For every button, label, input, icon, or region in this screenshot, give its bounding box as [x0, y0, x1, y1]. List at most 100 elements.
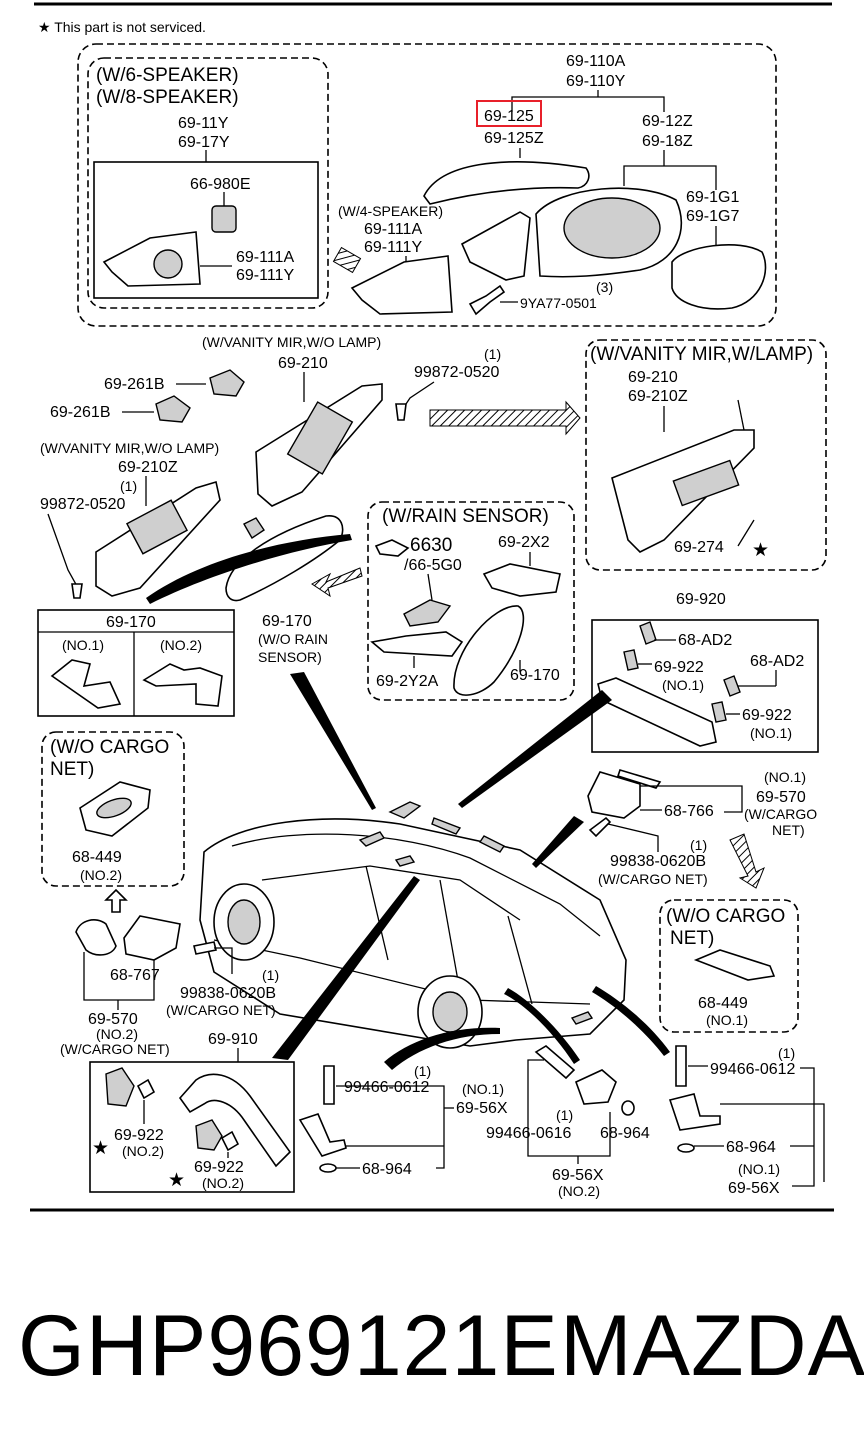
leader [607, 823, 659, 852]
part-99838-right-code: 99838-0620B [610, 853, 706, 870]
part-69-210z-lamp: 69-210Z [628, 388, 688, 405]
part-69-570-left-cargo: (W/CARGO NET) [60, 1041, 170, 1057]
rain-sensor-frame [367, 501, 575, 701]
speaker-group-frame [87, 57, 329, 309]
pointer-visor-left [146, 534, 352, 604]
rvm-table-col-2: (NO.2) [160, 637, 202, 653]
part-99872-left-code: 99872-0520 [40, 496, 126, 513]
part-69-111y-mid: 69-111Y [364, 239, 422, 256]
grip-handle-drawing [178, 1073, 292, 1168]
leader [720, 1103, 825, 1182]
part-68-449-left: 68-449 [72, 849, 122, 866]
part-68-766: 68-766 [664, 803, 714, 820]
lamp-body-lower-drawing [123, 915, 181, 961]
lamp-lens-lower-drawing [75, 919, 117, 956]
leader [737, 399, 745, 431]
part-68-ad2-1: 68-AD2 [678, 632, 732, 649]
hook-b-drawing [574, 1069, 617, 1105]
part-69-2y2a: 69-2Y2A [376, 673, 439, 690]
group-label-6-speaker: (W/6-SPEAKER) [96, 65, 239, 86]
part-wo-rain-1: (W/O RAIN [258, 631, 328, 647]
group-label-wo-cargo-left-1: (W/O CARGO [50, 737, 169, 758]
visor-clip-1-drawing [209, 369, 245, 397]
cargo-lens-right-drawing [616, 769, 662, 789]
part-69-922-c: 69-922 [114, 1127, 164, 1144]
screw-right-drawing [588, 816, 612, 838]
mirror-group-frame [77, 43, 777, 327]
leader [436, 1085, 445, 1169]
part-99838-left-qty: (1) [262, 967, 279, 983]
part-wo-rain-2: SENSOR) [258, 649, 322, 665]
bolt-c-drawing [675, 1045, 687, 1087]
wo-cargo-net-right-frame [659, 899, 799, 1033]
part-69-261b-1: 69-261B [104, 376, 165, 393]
leader [214, 947, 233, 974]
part-69-11y: 69-11Y [178, 115, 229, 132]
part-99872-right-code: 99872-0520 [414, 364, 500, 381]
part-69-210z: 69-210Z [118, 459, 178, 476]
part-66-5g0: /66-5G0 [404, 557, 462, 574]
leader [623, 165, 717, 190]
lamp-bulb-1-drawing [639, 621, 657, 645]
part-69-922-b-no: (NO.1) [750, 725, 792, 741]
group-label-8-speaker: (W/8-SPEAKER) [96, 87, 239, 108]
pointer-rvm [290, 672, 376, 810]
leader [401, 381, 435, 411]
part-99838-right-cargo: (W/CARGO NET) [598, 871, 708, 887]
footer-part-number: GHP969121E [18, 1298, 559, 1394]
visor-lamp-mirror [672, 459, 740, 507]
lamp-bulb-2-drawing [723, 675, 741, 697]
rvm-no1-drawing [50, 659, 122, 709]
lamp-socket-2-drawing [711, 701, 727, 723]
part-68-964-c: 68-964 [726, 1139, 776, 1156]
mirror-base-drawing [460, 211, 531, 281]
part-69-922-c-no: (NO.2) [122, 1143, 164, 1159]
rain-sensor-drawing [403, 599, 452, 627]
bolt-b-drawing [534, 1045, 576, 1080]
visor-clip-2-drawing [155, 395, 191, 423]
part-9ya77-code: 9YA77-0501 [520, 295, 597, 311]
arrow-to-right-lamp [729, 833, 765, 889]
tweeter-drawing [211, 205, 237, 233]
speaker-drawing [153, 249, 183, 279]
star-mark-grip-2: ★ [168, 1170, 185, 1191]
footer-brand: MAZDA [560, 1298, 864, 1394]
group-label-wo-cargo-right-1: (W/O CARGO [666, 906, 785, 927]
group-label-vanity-wo-lamp-top: (W/VANITY MIR,W/O LAMP) [202, 334, 381, 350]
hook-a-drawing [298, 1113, 347, 1157]
part-69-922-a-no: (NO.1) [662, 677, 704, 693]
part-69-920: 69-920 [676, 591, 726, 608]
part-68-ad2-2: 68-AD2 [750, 653, 804, 670]
arrow-up-lamp [104, 888, 128, 913]
mirror-cover-speaker-drawing [102, 231, 201, 287]
visor-screw-right-drawing [395, 403, 407, 421]
part-69-910: 69-910 [208, 1031, 258, 1048]
visor-left-mirror [125, 499, 189, 555]
part-69-922-b: 69-922 [742, 707, 792, 724]
arrow-to-rvm [311, 567, 363, 598]
arrow-to-lamp-visor [429, 400, 581, 436]
washer-b-drawing [621, 1100, 635, 1116]
highlight-box-69-125 [476, 100, 542, 127]
part-69-17y: 69-17Y [178, 134, 230, 151]
pointer-hook-1 [384, 1027, 500, 1070]
part-69-110y: 69-110Y [566, 73, 626, 90]
part-99838-left-code: 99838-0620B [180, 985, 276, 1002]
rain-cover-drawing [482, 563, 561, 597]
grip-cap-1-drawing [136, 1078, 156, 1100]
leader [527, 1059, 611, 1157]
part-69-56x-a-no: (NO.1) [462, 1081, 504, 1097]
not-serviced-note: ★ This part is not serviced. [38, 19, 206, 35]
visor-screw-left-drawing [71, 583, 83, 599]
leader [511, 96, 665, 112]
part-69-570-right-no: (NO.1) [764, 769, 806, 785]
bolt-a-drawing [323, 1065, 335, 1105]
part-69-125: 69-125 [484, 108, 534, 125]
cargo-lamp-right-wo-drawing [693, 949, 776, 981]
part-69-56x-b: 69-56X [552, 1167, 604, 1184]
part-6630: 6630 [410, 535, 452, 556]
part-69-2x2: 69-2X2 [498, 534, 550, 551]
pointer-hook-2 [504, 988, 580, 1064]
part-99466-c-qty: (1) [778, 1045, 795, 1061]
